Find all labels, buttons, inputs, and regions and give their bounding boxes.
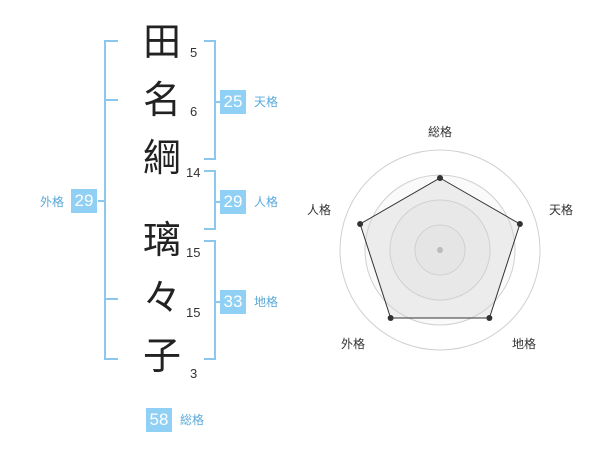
stroke-count-6: 3 [190, 366, 198, 381]
radar-point-1 [437, 175, 443, 181]
chikaku-label: 地格 [254, 295, 279, 309]
jinkaku-badge: 29 [220, 190, 246, 214]
radar-chart [339, 149, 541, 351]
radar-point-2 [516, 221, 523, 228]
radar-axis-label-gaikaku: 外格 [340, 337, 365, 351]
jinkaku-label: 人格 [254, 195, 279, 209]
name-char-5: 々 [142, 276, 181, 320]
radar-point-3 [486, 314, 493, 321]
name-char-3: 綱 [142, 136, 181, 180]
name-char-6: 子 [142, 334, 181, 378]
radar-point-5 [357, 221, 364, 228]
radar-axis-label-jinkaku: 人格 [306, 203, 331, 217]
tenkaku-label: 天格 [254, 95, 279, 109]
stroke-count-4: 15 [186, 245, 201, 260]
gaikaku-badge: 29 [71, 189, 97, 213]
name-char-4: 璃 [142, 218, 181, 262]
gaikaku-label: 外格 [40, 195, 65, 209]
radar-point-4 [387, 314, 394, 321]
radar-axis-label-soukaku: 総格 [427, 125, 452, 139]
tenkaku-badge: 25 [220, 90, 246, 114]
stroke-count-1: 5 [190, 45, 198, 60]
radar-axis-label-chikaku: 地格 [511, 337, 536, 351]
radar-center-dot [437, 247, 443, 253]
name-char-1: 田 [142, 20, 181, 64]
stroke-count-3: 14 [186, 165, 201, 180]
stroke-count-2: 6 [190, 104, 198, 119]
stroke-count-5: 15 [186, 305, 201, 320]
soukaku-label: 総格 [180, 413, 205, 427]
radar-axis-label-tenkaku: 天格 [548, 203, 573, 217]
name-char-2: 名 [142, 78, 181, 122]
soukaku-badge: 58 [146, 408, 172, 432]
chikaku-badge: 33 [220, 290, 246, 314]
